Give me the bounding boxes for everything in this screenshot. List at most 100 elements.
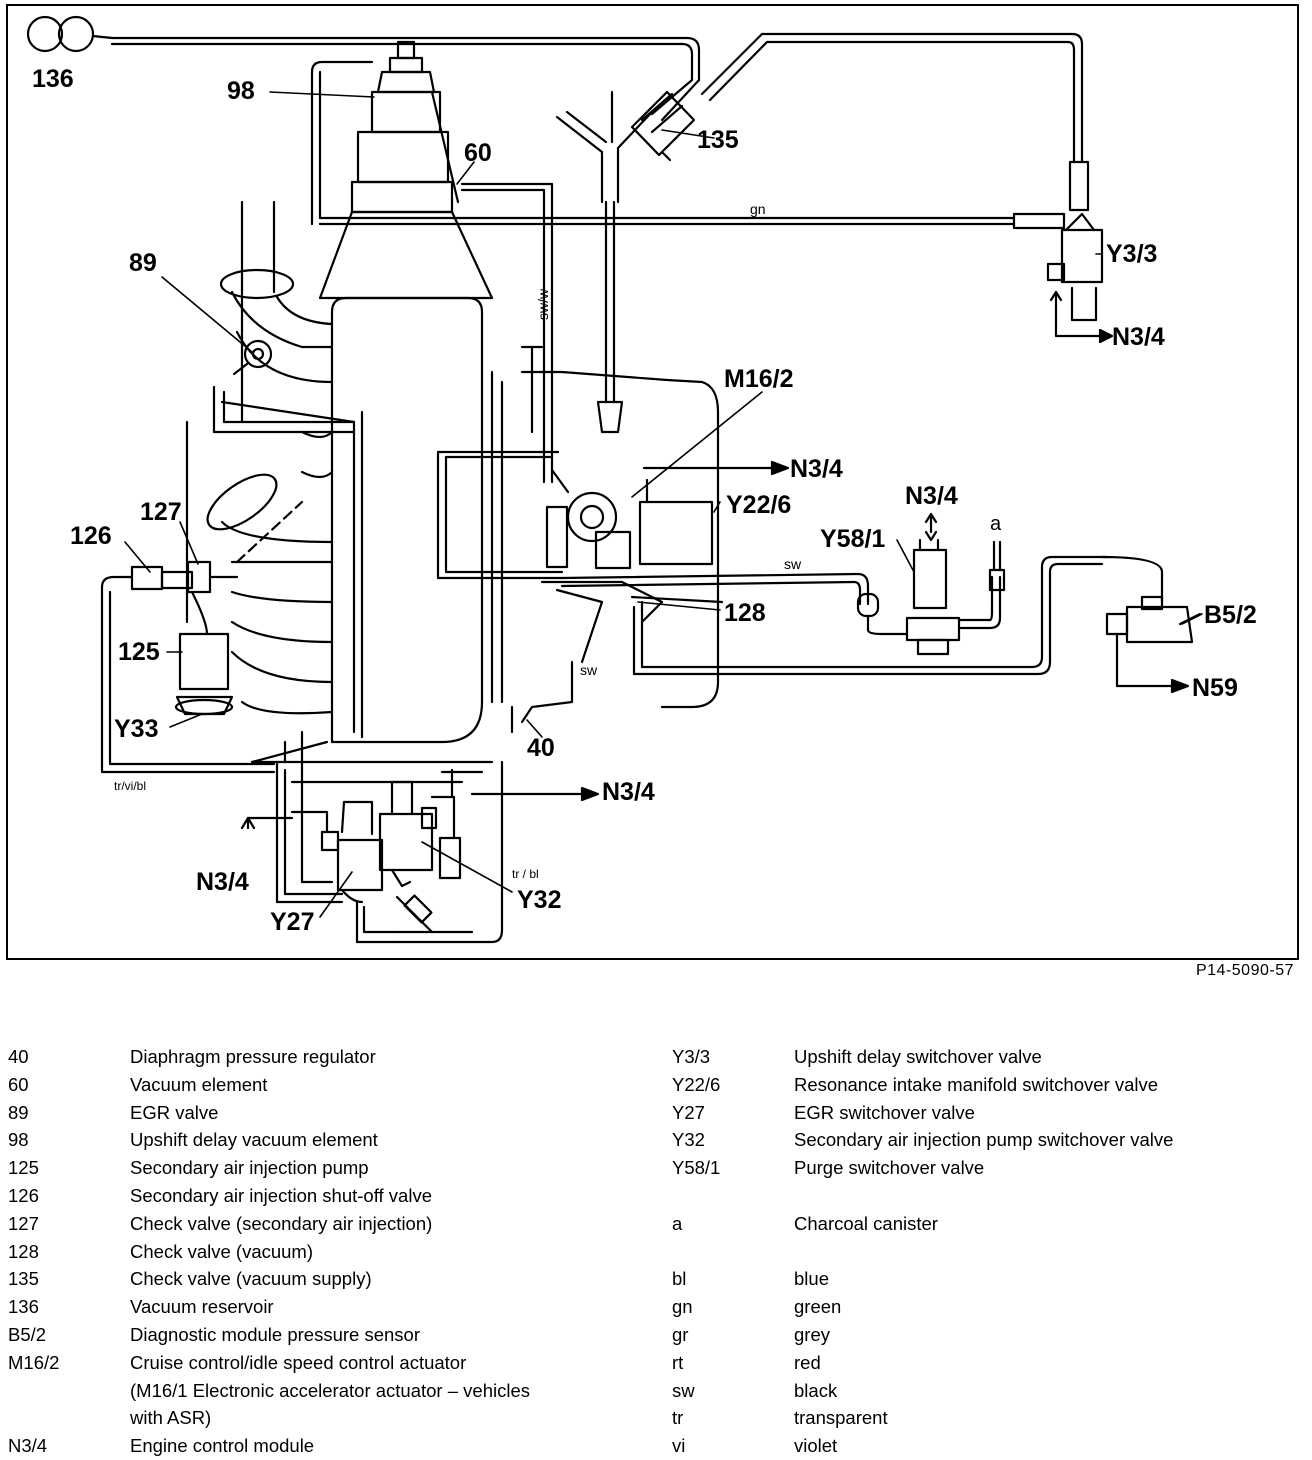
- pressure-sensor-b5-2: [1100, 555, 1202, 694]
- label-135: 135: [697, 126, 739, 154]
- label-89: 89: [129, 249, 157, 277]
- legend-code: B5/2: [8, 1323, 47, 1345]
- legend-description: black: [794, 1379, 838, 1401]
- label-60: 60: [464, 139, 492, 167]
- legend-description: grey: [794, 1323, 830, 1345]
- label-125: 125: [118, 638, 160, 666]
- check-valve-135: [630, 90, 696, 162]
- legend-description: blue: [794, 1268, 829, 1290]
- legend-description: with ASR): [130, 1407, 212, 1429]
- legend-row: (M16/1 Electronic accelerator actuator –…: [8, 1377, 648, 1405]
- legend-code: Y22/6: [672, 1073, 721, 1095]
- engine-intake: [220, 296, 494, 884]
- wire-label-tr-bl: tr / bl: [512, 867, 539, 881]
- label-a: a: [990, 513, 1002, 535]
- legend-code: 125: [8, 1157, 39, 1179]
- label-n3-4-y58-1: N3/4: [905, 482, 958, 510]
- legend-row: 136 Vacuum reservoir: [8, 1293, 648, 1321]
- label-n3-4-y3-3: N3/4: [1112, 323, 1165, 351]
- legend-row: Y22/6 Resonance intake manifold switchove…: [672, 1071, 1302, 1099]
- legend-code: Y58/1: [672, 1157, 721, 1179]
- label-128: 128: [724, 599, 766, 627]
- legend-code: 126: [8, 1184, 39, 1206]
- label-n3-4-y32: N3/4: [602, 778, 655, 806]
- wire-label-sw-top: sw: [784, 556, 802, 572]
- upshift-delay-element: [318, 40, 494, 300]
- vacuum-lines: [110, 32, 1084, 484]
- egr-switchover-block: [240, 740, 600, 944]
- legend-description: Check valve (vacuum): [130, 1240, 314, 1262]
- wire-label-sw-w: sw/w: [535, 288, 551, 320]
- label-136: 136: [32, 65, 74, 93]
- legend-code: 60: [8, 1073, 29, 1095]
- legend-code: Y32: [672, 1129, 705, 1151]
- legend-code: bl: [672, 1268, 687, 1290]
- vacuum-reservoir: [26, 15, 114, 53]
- legend-description: Vacuum reservoir: [130, 1296, 274, 1318]
- vacuum-diagram: 136 98 60 135 89 M16/2 Y3/3 N3/4 N3/4 Y2…: [6, 4, 1299, 960]
- wire-label-sw-bottom: sw: [580, 662, 598, 678]
- exhaust-manifold: [185, 200, 334, 715]
- legend-row: sw black: [672, 1377, 1302, 1405]
- legend-description: violet: [794, 1435, 838, 1457]
- legend-code: 98: [8, 1129, 29, 1151]
- legend-code: a: [672, 1212, 683, 1234]
- label-y32: Y32: [517, 886, 561, 914]
- legend-description: green: [794, 1296, 842, 1318]
- label-y3-3: Y3/3: [1106, 240, 1157, 268]
- legend-code: Y27: [672, 1101, 705, 1123]
- throttle-assembly: [436, 345, 1109, 734]
- legend-row: 135 Check valve (vacuum supply): [8, 1265, 648, 1293]
- legend-code: Y3/3: [672, 1046, 711, 1067]
- secondary-air-assembly: [100, 560, 276, 774]
- legend-code: N3/4: [8, 1435, 48, 1457]
- label-126: 126: [70, 522, 112, 550]
- legend-row: a Charcoal canister: [672, 1210, 1302, 1238]
- legend-description: Diaphragm pressure regulator: [130, 1046, 376, 1067]
- leader-lines: [124, 91, 1203, 918]
- legend-row: [672, 1238, 1302, 1266]
- legend-description: Check valve (secondary air injection): [130, 1212, 433, 1234]
- legend-code: 40: [8, 1046, 29, 1067]
- legend-code: gn: [672, 1296, 693, 1318]
- egr-valve: [212, 339, 356, 434]
- diagram-canvas: 136 98 60 135 89 M16/2 Y3/3 N3/4 N3/4 Y2…: [26, 15, 1257, 944]
- legend-row: vi violet: [672, 1432, 1302, 1460]
- label-n59: N59: [1192, 674, 1238, 702]
- legend-row: 40 Diaphragm pressure regulator: [8, 1043, 648, 1071]
- legend-description: Cruise control/idle speed control actuat…: [130, 1351, 467, 1373]
- y-connector: [555, 90, 654, 434]
- legend-description: EGR valve: [130, 1101, 219, 1123]
- figure-reference-code: P14-5090-57: [1195, 962, 1294, 979]
- legend-code: sw: [672, 1379, 695, 1401]
- legend-code: tr: [672, 1407, 684, 1429]
- label-y33: Y33: [114, 715, 158, 743]
- legend-code: 136: [8, 1296, 39, 1318]
- wire-label-gn: gn: [750, 201, 766, 217]
- legend-description: Charcoal canister: [794, 1212, 938, 1234]
- legend-row: [672, 1182, 1302, 1210]
- legend-description: Engine control module: [130, 1435, 315, 1457]
- upshift-delay-switchover-valve: [1012, 160, 1114, 344]
- legend-description: Check valve (vacuum supply): [130, 1268, 372, 1290]
- label-n3-4-y27: N3/4: [196, 868, 249, 896]
- legend-code: 135: [8, 1268, 39, 1290]
- legend-description: Resonance intake manifold switchover val…: [794, 1073, 1159, 1095]
- legend-code: vi: [672, 1435, 686, 1457]
- label-98: 98: [227, 77, 255, 105]
- legend-row: N3/4 Engine control module: [8, 1432, 648, 1460]
- purge-valve: [560, 512, 1006, 656]
- legend-description: Secondary air injection pump: [130, 1157, 369, 1179]
